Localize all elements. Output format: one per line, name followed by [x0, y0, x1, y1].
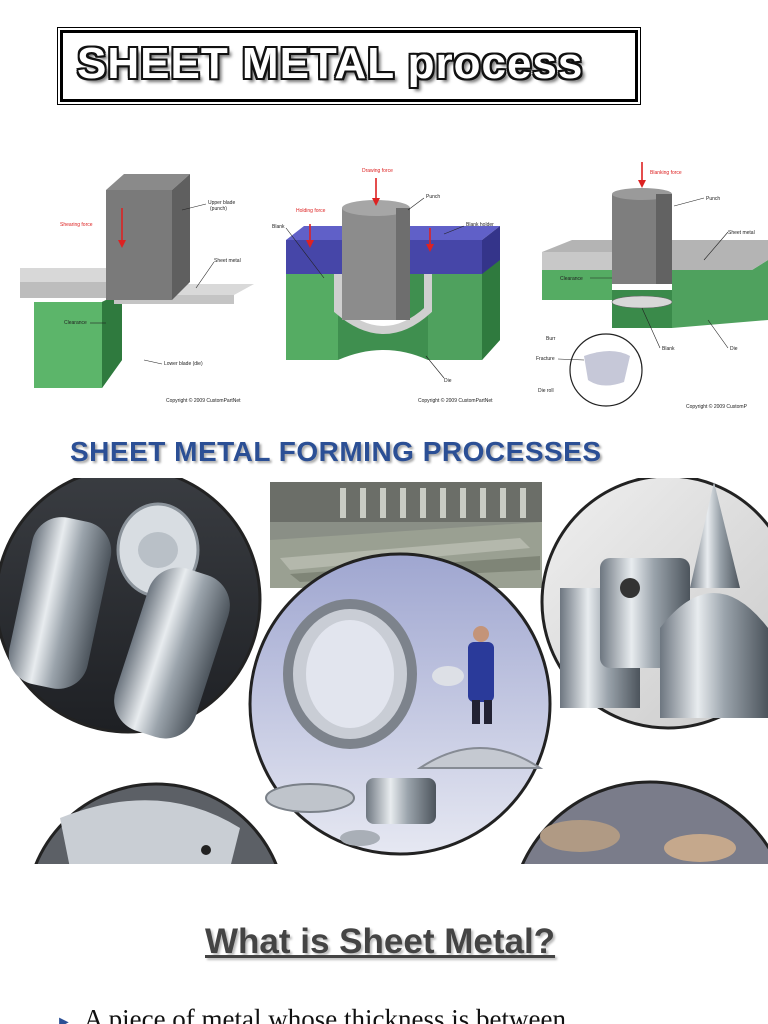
engine-parts-photo [540, 478, 768, 730]
punch-label: Punch [426, 194, 440, 200]
sheet-metal-label: Sheet metal [728, 230, 755, 236]
blanking-diagram: Blanking force Punch Sheet metal Clearan… [532, 160, 768, 416]
holding-force-label: Holding force [296, 208, 326, 214]
die-left-block [542, 270, 612, 300]
car-body-photo [33, 782, 279, 866]
sheet-metal-label: Sheet metal [214, 258, 241, 264]
studio-parts-photo [248, 552, 552, 856]
blank-label: Blank [662, 346, 675, 352]
die-label: Die [730, 346, 738, 352]
punch-label: Punch [706, 196, 720, 202]
upper-blade-sub-label: (punch) [210, 206, 227, 212]
upper-blade-shape [106, 174, 190, 190]
copyright-1: Copyright © 2009 CustomPartNet [166, 397, 241, 404]
cans-photo [0, 478, 262, 739]
fracture-label: Fracture [536, 356, 555, 362]
drawing-diagram: Drawing force Holding force Punch Blank … [268, 160, 526, 410]
forming-processes-heading: SHEET METAL FORMING PROCESSES [70, 436, 602, 467]
shearing-diagram: Shearing force Upper blade (punch) Sheet… [14, 160, 262, 410]
sheet-left [20, 258, 134, 282]
question-heading: What is Sheet Metal? [205, 922, 556, 961]
die-label: Die [444, 378, 452, 384]
die-left [286, 270, 338, 360]
bullet-arrow-icon: ► [56, 1014, 72, 1024]
bullet-text: A piece of metal whose thickness is betw… [83, 1004, 566, 1024]
blank-holder-label: Blank holder [466, 222, 494, 228]
blank-label: Blank [272, 224, 285, 230]
drawing-force-label: Drawing force [362, 168, 393, 174]
clearance-label: Clearance [560, 276, 583, 282]
photo-collage [0, 478, 768, 866]
upper-blade-label: Upper blade [208, 200, 235, 206]
page-title: SHEET METAL process [77, 39, 584, 88]
lower-blade-label: Lower blade (die) [164, 361, 203, 367]
die-roll-label: Die roll [538, 388, 554, 394]
blanking-force-label: Blanking force [650, 170, 682, 176]
bullet-item: ► A piece of metal whose thickness is bet… [56, 1004, 768, 1024]
plates-photo [520, 780, 768, 866]
clearance-label: Clearance [64, 320, 87, 326]
copyright-3: Copyright © 2009 CustomP [686, 403, 748, 410]
title-box: SHEET METAL process [60, 30, 638, 102]
copyright-2: Copyright © 2009 CustomPartNet [418, 397, 493, 404]
sheet-shape [542, 240, 768, 270]
burr-label: Burr [546, 336, 556, 342]
shearing-force-label: Shearing force [60, 222, 93, 228]
